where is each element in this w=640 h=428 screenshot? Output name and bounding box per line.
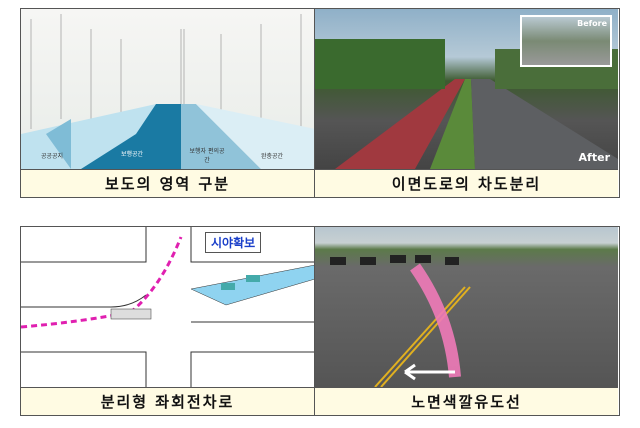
panel-road-separation: Before After 이면도로의 차도분리: [315, 9, 618, 197]
sight-distance-callout: 시야확보: [205, 232, 262, 253]
after-label: After: [578, 151, 610, 164]
road-render-drawing: [330, 255, 471, 387]
caption: 이면도로의 차도분리: [315, 170, 618, 197]
label-public-space: 공공공지: [41, 153, 64, 160]
sidewalk-drawing: [21, 14, 314, 169]
panel-color-guide-line: 노면색깔유도선: [315, 227, 618, 415]
intersection-drawing: [21, 227, 314, 387]
caption: 보도의 영역 구분: [21, 170, 314, 197]
bottom-table: 시야확보 분리형 좌회전차로 노면색깔유도선: [20, 226, 620, 416]
before-label: Before: [577, 19, 607, 28]
road-photo: Before After: [315, 9, 618, 170]
sidewalk-illustration: 공공공지 보행공간 보행자 편의공간 완충공간: [21, 9, 314, 170]
guide-line-render: [315, 227, 618, 388]
left-turn-diagram: 시야확보: [21, 227, 314, 388]
caption: 노면색깔유도선: [315, 388, 618, 415]
before-inset-photo: Before: [520, 15, 612, 67]
top-table: 공공공지 보행공간 보행자 편의공간 완충공간 보도의 영역 구분 Before…: [20, 8, 620, 198]
caption: 분리형 좌회전차로: [21, 388, 314, 415]
panel-left-turn-lane: 시야확보 분리형 좌회전차로: [21, 227, 315, 415]
panel-sidewalk-zones: 공공공지 보행공간 보행자 편의공간 완충공간 보도의 영역 구분: [21, 9, 315, 197]
label-walking-space: 보행공간: [121, 151, 144, 158]
label-buffer-space: 완충공간: [261, 153, 284, 160]
label-pedestrian-convenience: 보행자 편의공간: [189, 148, 225, 164]
